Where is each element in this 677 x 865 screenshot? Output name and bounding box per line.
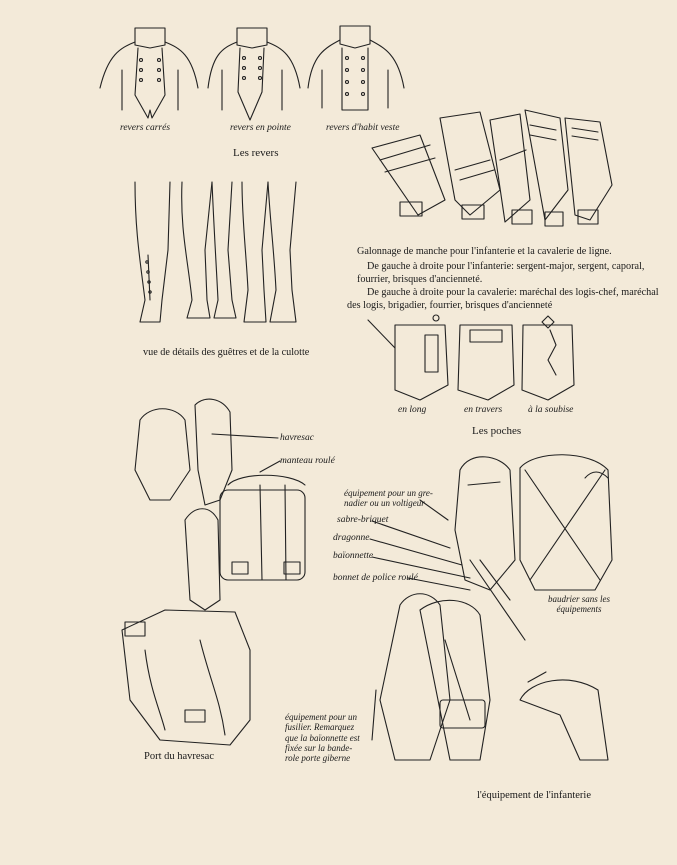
- caption-port-havresac: Port du havresac: [144, 751, 214, 762]
- note-fusilier-line: fixée sur la bande-: [285, 743, 353, 754]
- note-fusilier-line: que la baïonnette est: [285, 732, 360, 743]
- label-poche-soubise: à la soubise: [528, 405, 574, 415]
- note-fusilier-line: role porte giberne: [285, 753, 351, 764]
- label-revers-carres: revers carrés: [120, 123, 171, 133]
- caption-equipement-infanterie: l'équipement de l'infanterie: [477, 790, 591, 801]
- label-bonnet-police: bonnet de police roulé: [333, 573, 418, 583]
- label-grenadier-line: nadier ou un voltigeur: [344, 498, 425, 509]
- label-poche-en-long: en long: [398, 405, 427, 415]
- note-fusilier: équipement pour un fusilier. Remarquez q…: [285, 712, 360, 764]
- caption-les-revers: Les revers: [233, 147, 279, 159]
- label-baudrier-line: équipements: [556, 604, 602, 615]
- label-dragonne: dragonne: [333, 533, 370, 543]
- label-grenadier: équipement pour un gre- nadier ou un vol…: [344, 488, 433, 509]
- pockets-drawings: [394, 314, 575, 401]
- label-sabre-briquet: sabre-briquet: [337, 515, 389, 525]
- collar-detail: [519, 671, 609, 761]
- galonnage-line2: fourrier, brisques d'ancienneté.: [357, 274, 483, 285]
- note-fusilier-line: fusilier. Remarquez: [285, 722, 355, 733]
- label-manteau-roule: manteau roulé: [280, 456, 335, 466]
- label-revers-habit-veste: revers d'habit veste: [326, 123, 400, 133]
- galonnage-line3: De gauche à droite pour la cavalerie: ma…: [367, 287, 659, 298]
- jacket-revers-en-pointe: [207, 27, 301, 121]
- soldier-fusilier: [371, 593, 491, 761]
- label-havresac: havresac: [280, 433, 314, 443]
- jacket-revers-carres: [99, 27, 199, 119]
- galonnage-line4: des logis, brigadier, fourrier, brisques…: [347, 300, 553, 311]
- label-baudrier-line: baudrier sans les: [548, 594, 611, 604]
- caption-guetres: vue de détails des guêtres et de la culo…: [143, 347, 310, 358]
- label-grenadier-line: équipement pour un gre-: [344, 488, 433, 498]
- soldier-havresac: [134, 398, 306, 611]
- galonnage-line1: De gauche à droite pour l'infanterie: se…: [367, 261, 645, 272]
- sleeves-galonnage: [371, 109, 613, 227]
- label-baionnette: baïonnette: [333, 551, 374, 561]
- back-baudrier: [519, 454, 613, 591]
- jacket-habit-veste: [307, 25, 405, 111]
- caption-les-poches: Les poches: [472, 425, 522, 437]
- label-poche-en-travers: en travers: [464, 405, 503, 415]
- galonnage-title: Galonnage de manche pour l'infanterie et…: [357, 246, 612, 257]
- legs-guetres: [134, 181, 297, 323]
- label-revers-en-pointe: revers en pointe: [230, 123, 291, 133]
- havresac-detail: [121, 609, 251, 746]
- leader-lines: [211, 319, 471, 591]
- note-fusilier-line: équipement pour un: [285, 712, 357, 722]
- label-baudrier: baudrier sans les équipements: [548, 594, 610, 615]
- soldier-grenadier: [454, 456, 526, 641]
